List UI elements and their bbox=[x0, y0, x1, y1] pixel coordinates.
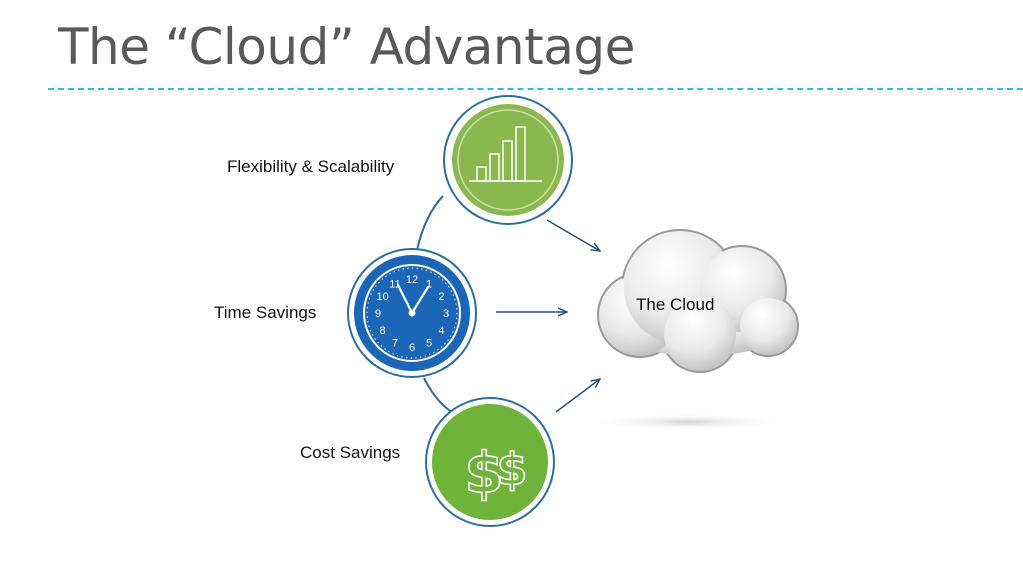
clock-numeral: 9 bbox=[375, 308, 381, 320]
clock-numeral: 4 bbox=[438, 325, 444, 337]
slide-title: The “Cloud” Advantage bbox=[58, 18, 635, 76]
label-flexibility: Flexibility & Scalability bbox=[227, 157, 395, 176]
arrow-flexibility bbox=[546, 219, 600, 251]
clock-numeral: 11 bbox=[389, 279, 400, 291]
dollar-icon: $ $ bbox=[464, 440, 528, 507]
connector-bottom-arc bbox=[423, 377, 454, 414]
cloud-shadow bbox=[588, 413, 788, 431]
label-cloud: The Cloud bbox=[636, 295, 715, 314]
flexibility-badge bbox=[443, 95, 573, 225]
clock-hour-hand bbox=[396, 283, 414, 315]
clock-numeral: 6 bbox=[409, 342, 415, 354]
connector-top-arc bbox=[416, 195, 444, 251]
clock-numeral: 12 bbox=[406, 274, 418, 286]
arrow-cost bbox=[555, 379, 600, 413]
svg-text:$: $ bbox=[465, 441, 504, 506]
cost-badge: $ $ bbox=[425, 397, 555, 527]
clock-numeral: 1 bbox=[426, 279, 432, 291]
svg-text:$: $ bbox=[497, 444, 528, 495]
cloud-shape-inner bbox=[600, 232, 796, 370]
clock-minute-hand bbox=[410, 285, 430, 315]
clock-numeral: 2 bbox=[438, 291, 444, 303]
title-divider bbox=[48, 88, 1023, 90]
label-time: Time Savings bbox=[214, 303, 317, 322]
clock-numeral: 8 bbox=[380, 325, 386, 337]
clock-numeral: 5 bbox=[426, 337, 432, 349]
bar-chart-icon bbox=[469, 126, 542, 182]
clock-numeral: 10 bbox=[376, 291, 388, 303]
label-cost: Cost Savings bbox=[300, 443, 401, 462]
clock-numeral: 7 bbox=[392, 337, 398, 349]
clock-numeral: 3 bbox=[443, 308, 449, 320]
